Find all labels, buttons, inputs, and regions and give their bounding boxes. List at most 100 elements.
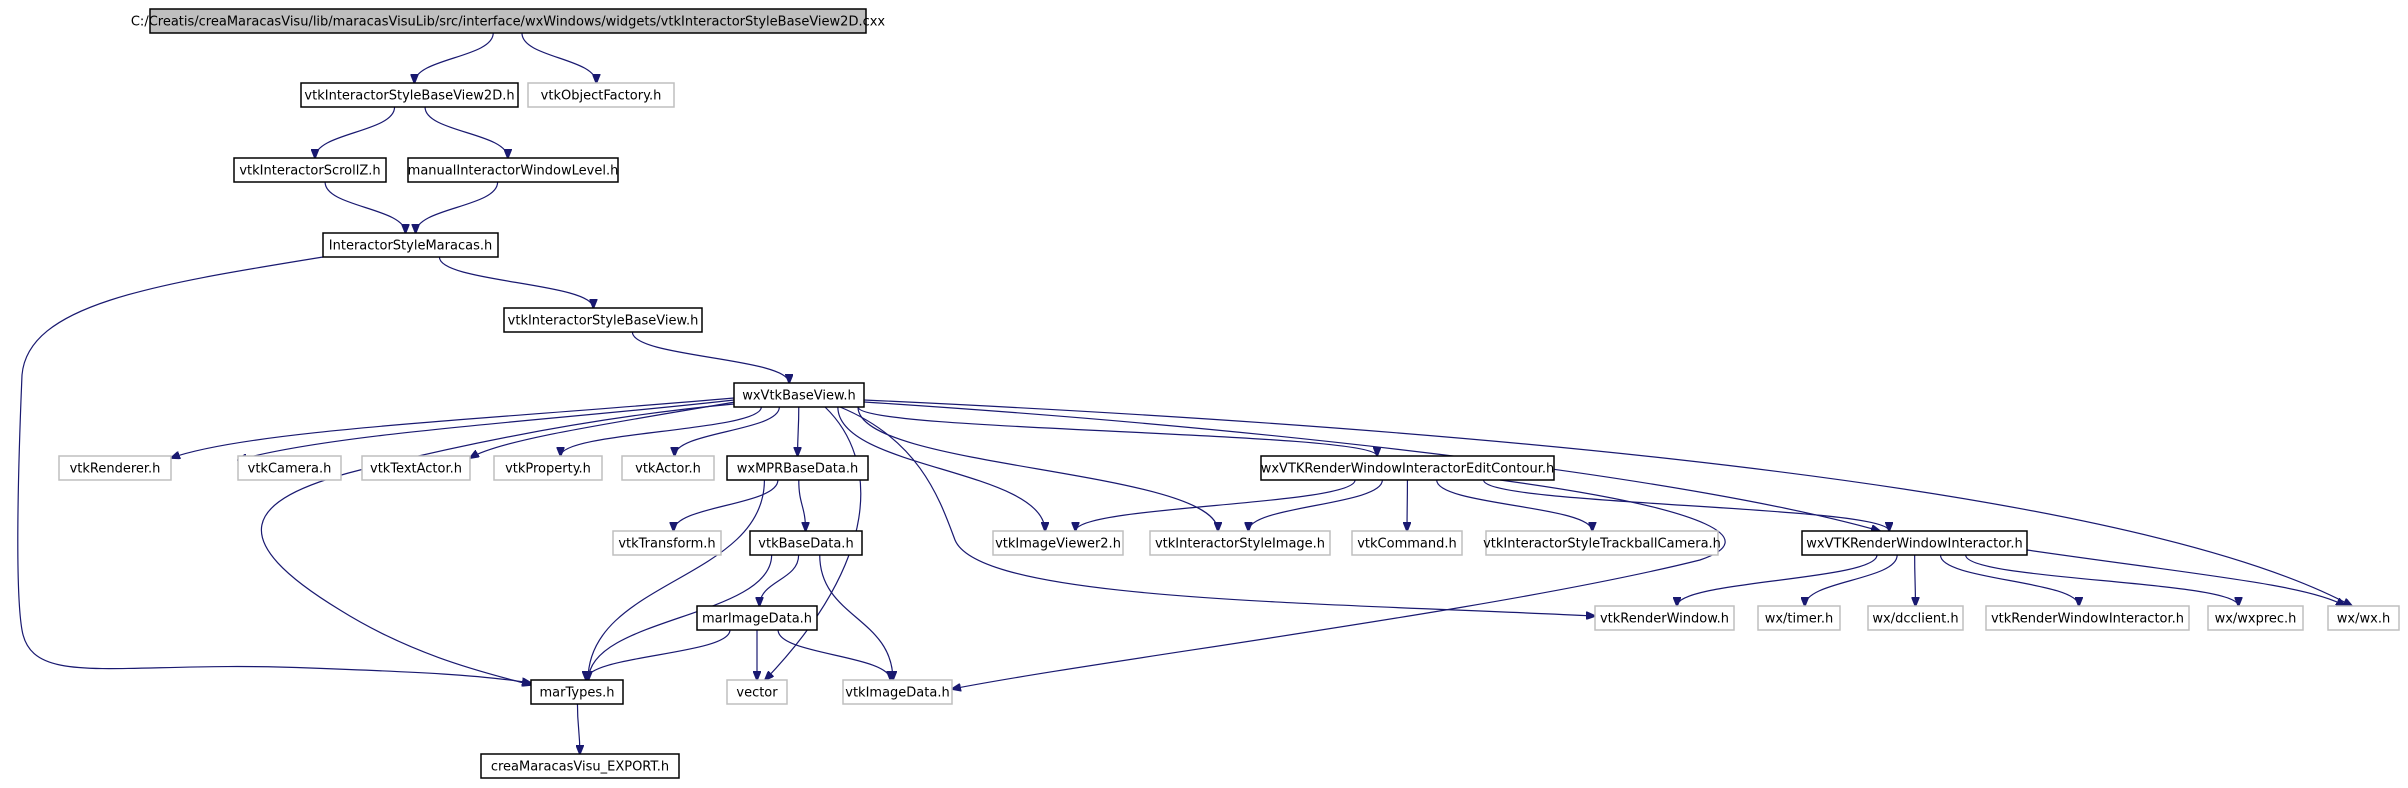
node-renderwindow[interactable]: vtkRenderWindow.h — [1594, 605, 1735, 631]
node-label: vtkInteractorStyleBaseView2D.h — [304, 89, 514, 104]
edge-wxvtkbase-to-wxmpr — [798, 406, 799, 456]
node-camera[interactable]: vtkCamera.h — [237, 455, 342, 481]
node-label: wx/wx.h — [2337, 612, 2390, 627]
node-export[interactable]: creaMaracasVisu_EXPORT.h — [480, 753, 680, 779]
node-styleimage[interactable]: vtkInteractorStyleImage.h — [1149, 530, 1331, 556]
node-label: marTypes.h — [540, 686, 615, 701]
edge-martypes-to-export — [577, 703, 579, 754]
node-editcontour[interactable]: wxVTKRenderWindowInteractorEditContour.h — [1260, 455, 1555, 481]
node-base2d[interactable]: vtkInteractorStyleBaseView2D.h — [300, 82, 519, 108]
node-root[interactable]: C:/Creatis/creaMaracasVisu/lib/maracasVi… — [131, 8, 886, 34]
node-actor[interactable]: vtkActor.h — [621, 455, 715, 481]
edge-wxvtkbase-to-styleimage — [857, 406, 1218, 531]
node-box — [726, 679, 788, 705]
node-box — [1757, 605, 1841, 631]
node-label: wx/timer.h — [1765, 612, 1834, 627]
edge-wxmpr-to-martypes — [588, 479, 766, 680]
edge-wxvtkbase-to-textactor — [470, 401, 736, 458]
edge-editcontour-to-wxrwi — [1482, 479, 1890, 531]
node-box — [1260, 455, 1555, 481]
node-box — [58, 455, 172, 481]
node-marimage[interactable]: marImageData.h — [696, 605, 818, 631]
edge-editcontour-to-styleimage — [1248, 479, 1383, 531]
node-trackball[interactable]: vtkInteractorStyleTrackballCamera.h — [1483, 530, 1721, 556]
node-box — [733, 382, 865, 408]
edge-vtkbasedata-to-marimage — [759, 554, 800, 606]
node-renderer[interactable]: vtkRenderer.h — [58, 455, 172, 481]
node-command[interactable]: vtkCommand.h — [1351, 530, 1463, 556]
node-label: vtkImageViewer2.h — [995, 537, 1121, 552]
node-wxh[interactable]: wx/wx.h — [2327, 605, 2400, 631]
node-imageviewer2[interactable]: vtkImageViewer2.h — [992, 530, 1124, 556]
edge-vtkbasedata-to-martypes — [588, 554, 773, 680]
node-box — [2207, 605, 2304, 631]
node-scrollz[interactable]: vtkInteractorScrollZ.h — [233, 157, 387, 183]
node-label: vtkObjectFactory.h — [541, 89, 662, 104]
node-box — [1867, 605, 1964, 631]
edge-root-to-objfactory — [521, 32, 596, 83]
node-label: wx/wxprec.h — [2215, 612, 2297, 627]
node-wxmpr[interactable]: wxMPRBaseData.h — [726, 455, 869, 481]
edge-wxvtkbase-to-renderwindow — [839, 406, 1595, 616]
node-box — [361, 455, 471, 481]
edge-editcontour-to-imagedata — [952, 479, 1726, 689]
node-property[interactable]: vtkProperty.h — [493, 455, 603, 481]
node-wxvtkbase[interactable]: wxVtkBaseView.h — [733, 382, 865, 408]
node-textactor[interactable]: vtkTextActor.h — [361, 455, 471, 481]
node-box — [1149, 530, 1331, 556]
node-box — [407, 157, 619, 183]
node-wxrwi[interactable]: wxVTKRenderWindowInteractor.h — [1801, 530, 2028, 556]
node-label: wx/dcclient.h — [1872, 612, 1958, 627]
node-box — [1351, 530, 1463, 556]
edge-wxrwi-to-wxh — [2026, 549, 2345, 606]
node-box — [149, 8, 867, 34]
edge-wxvtkbase-to-imageviewer2 — [837, 406, 1045, 531]
node-label: vtkRenderWindow.h — [1600, 612, 1729, 627]
node-label: vtkProperty.h — [505, 462, 591, 477]
node-box — [480, 753, 680, 779]
node-transform[interactable]: vtkTransform.h — [612, 530, 722, 556]
node-label: C:/Creatis/creaMaracasVisu/lib/maracasVi… — [131, 15, 886, 30]
edge-wxvtkbase-to-martypes — [260, 403, 735, 685]
node-label: vtkRenderWindowInteractor.h — [1991, 612, 2184, 627]
edge-base2d-to-manualwl — [424, 106, 508, 158]
node-imagedata[interactable]: vtkImageData.h — [842, 679, 953, 705]
node-rwi[interactable]: vtkRenderWindowInteractor.h — [1985, 605, 2190, 631]
edge-wxrwi-to-dcclient — [1915, 554, 1916, 606]
node-timer[interactable]: wx/timer.h — [1757, 605, 1841, 631]
edge-wxrwi-to-timer — [1805, 554, 1898, 606]
node-label: vtkTextActor.h — [370, 462, 462, 477]
node-label: vtkInteractorScrollZ.h — [239, 164, 380, 179]
node-wxprec[interactable]: wx/wxprec.h — [2207, 605, 2304, 631]
node-objfactory[interactable]: vtkObjectFactory.h — [527, 82, 675, 108]
node-box — [2327, 605, 2400, 631]
node-manualwl[interactable]: manualInteractorWindowLevel.h — [407, 157, 619, 183]
nodes-layer: C:/Creatis/creaMaracasVisu/lib/maracasVi… — [58, 8, 2400, 779]
node-box — [493, 455, 603, 481]
node-label: vtkCamera.h — [248, 462, 332, 477]
edge-wxvtkbase-to-editcontour — [857, 406, 1377, 456]
node-maracas[interactable]: InteractorStyleMaracas.h — [322, 232, 499, 258]
node-label: vtkCommand.h — [1357, 537, 1457, 552]
node-label: wxVTKRenderWindowInteractor.h — [1806, 537, 2022, 552]
edge-base2d-to-scrollz — [315, 106, 396, 158]
node-vtkbasedata[interactable]: vtkBaseData.h — [749, 530, 863, 556]
node-box — [612, 530, 722, 556]
node-baseview[interactable]: vtkInteractorStyleBaseView.h — [503, 307, 703, 333]
edge-scrollz-to-maracas — [324, 181, 405, 233]
node-label: vtkImageData.h — [845, 686, 949, 701]
node-label: vtkRenderer.h — [70, 462, 161, 477]
node-label: vector — [736, 686, 778, 701]
node-label: vtkTransform.h — [618, 537, 715, 552]
node-martypes[interactable]: marTypes.h — [530, 679, 624, 705]
edge-maracas-to-baseview — [438, 256, 593, 308]
node-box — [1485, 530, 1719, 556]
edge-editcontour-to-imageviewer2 — [1075, 479, 1356, 531]
edge-wxvtkbase-to-actor — [675, 406, 780, 456]
node-box — [233, 157, 387, 183]
edge-manualwl-to-maracas — [416, 181, 499, 233]
edge-wxvtkbase-to-wxh — [863, 399, 2352, 606]
node-dcclient[interactable]: wx/dcclient.h — [1867, 605, 1964, 631]
node-vector[interactable]: vector — [726, 679, 788, 705]
